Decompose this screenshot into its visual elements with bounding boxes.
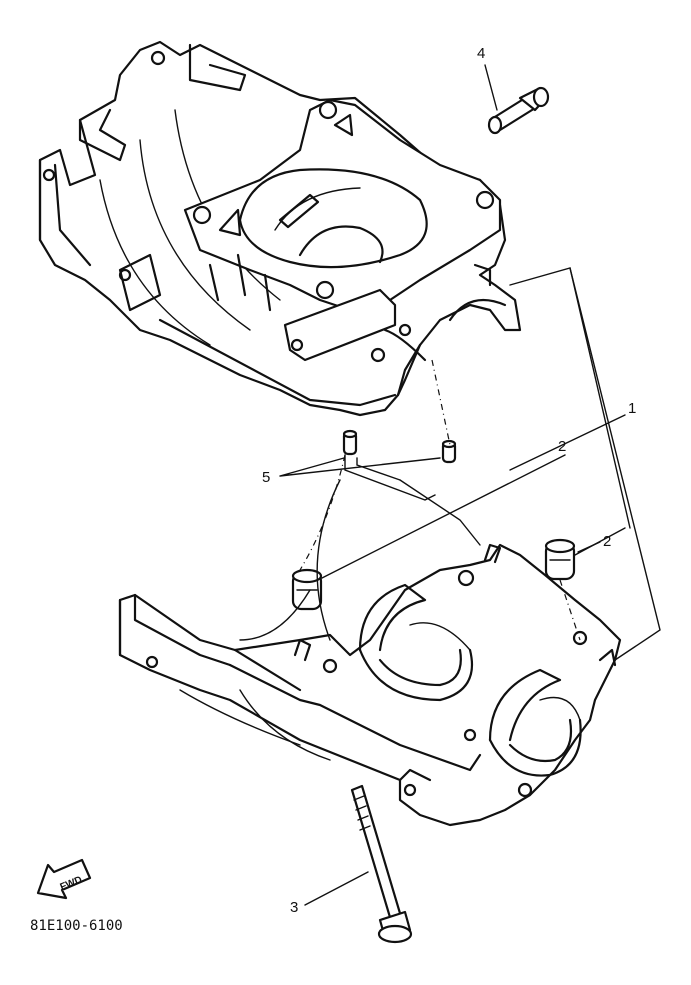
- fwd-arrow-icon: FWD: [36, 858, 92, 900]
- drawing-code: 81E100-6100: [30, 918, 123, 934]
- callout-4: 4: [477, 45, 485, 62]
- callout-3: 3: [290, 899, 298, 916]
- dowel-pin-right: [441, 439, 457, 464]
- lower-crankcase: [118, 543, 622, 827]
- callout-2-upper: 2: [558, 438, 566, 455]
- dowel-lower-left: [291, 568, 323, 611]
- dowel-pin-left: [342, 429, 358, 456]
- leader-lines: [279, 64, 661, 906]
- callout-5: 5: [262, 469, 270, 486]
- nipple-fitting: [487, 86, 550, 135]
- long-bolt: [350, 784, 413, 944]
- alignment-lines: [239, 359, 581, 641]
- callout-1: 1: [628, 400, 636, 417]
- callout-2-right: 2: [603, 533, 611, 550]
- dowel-lower-right: [544, 538, 576, 581]
- upper-crankcase: [38, 40, 522, 417]
